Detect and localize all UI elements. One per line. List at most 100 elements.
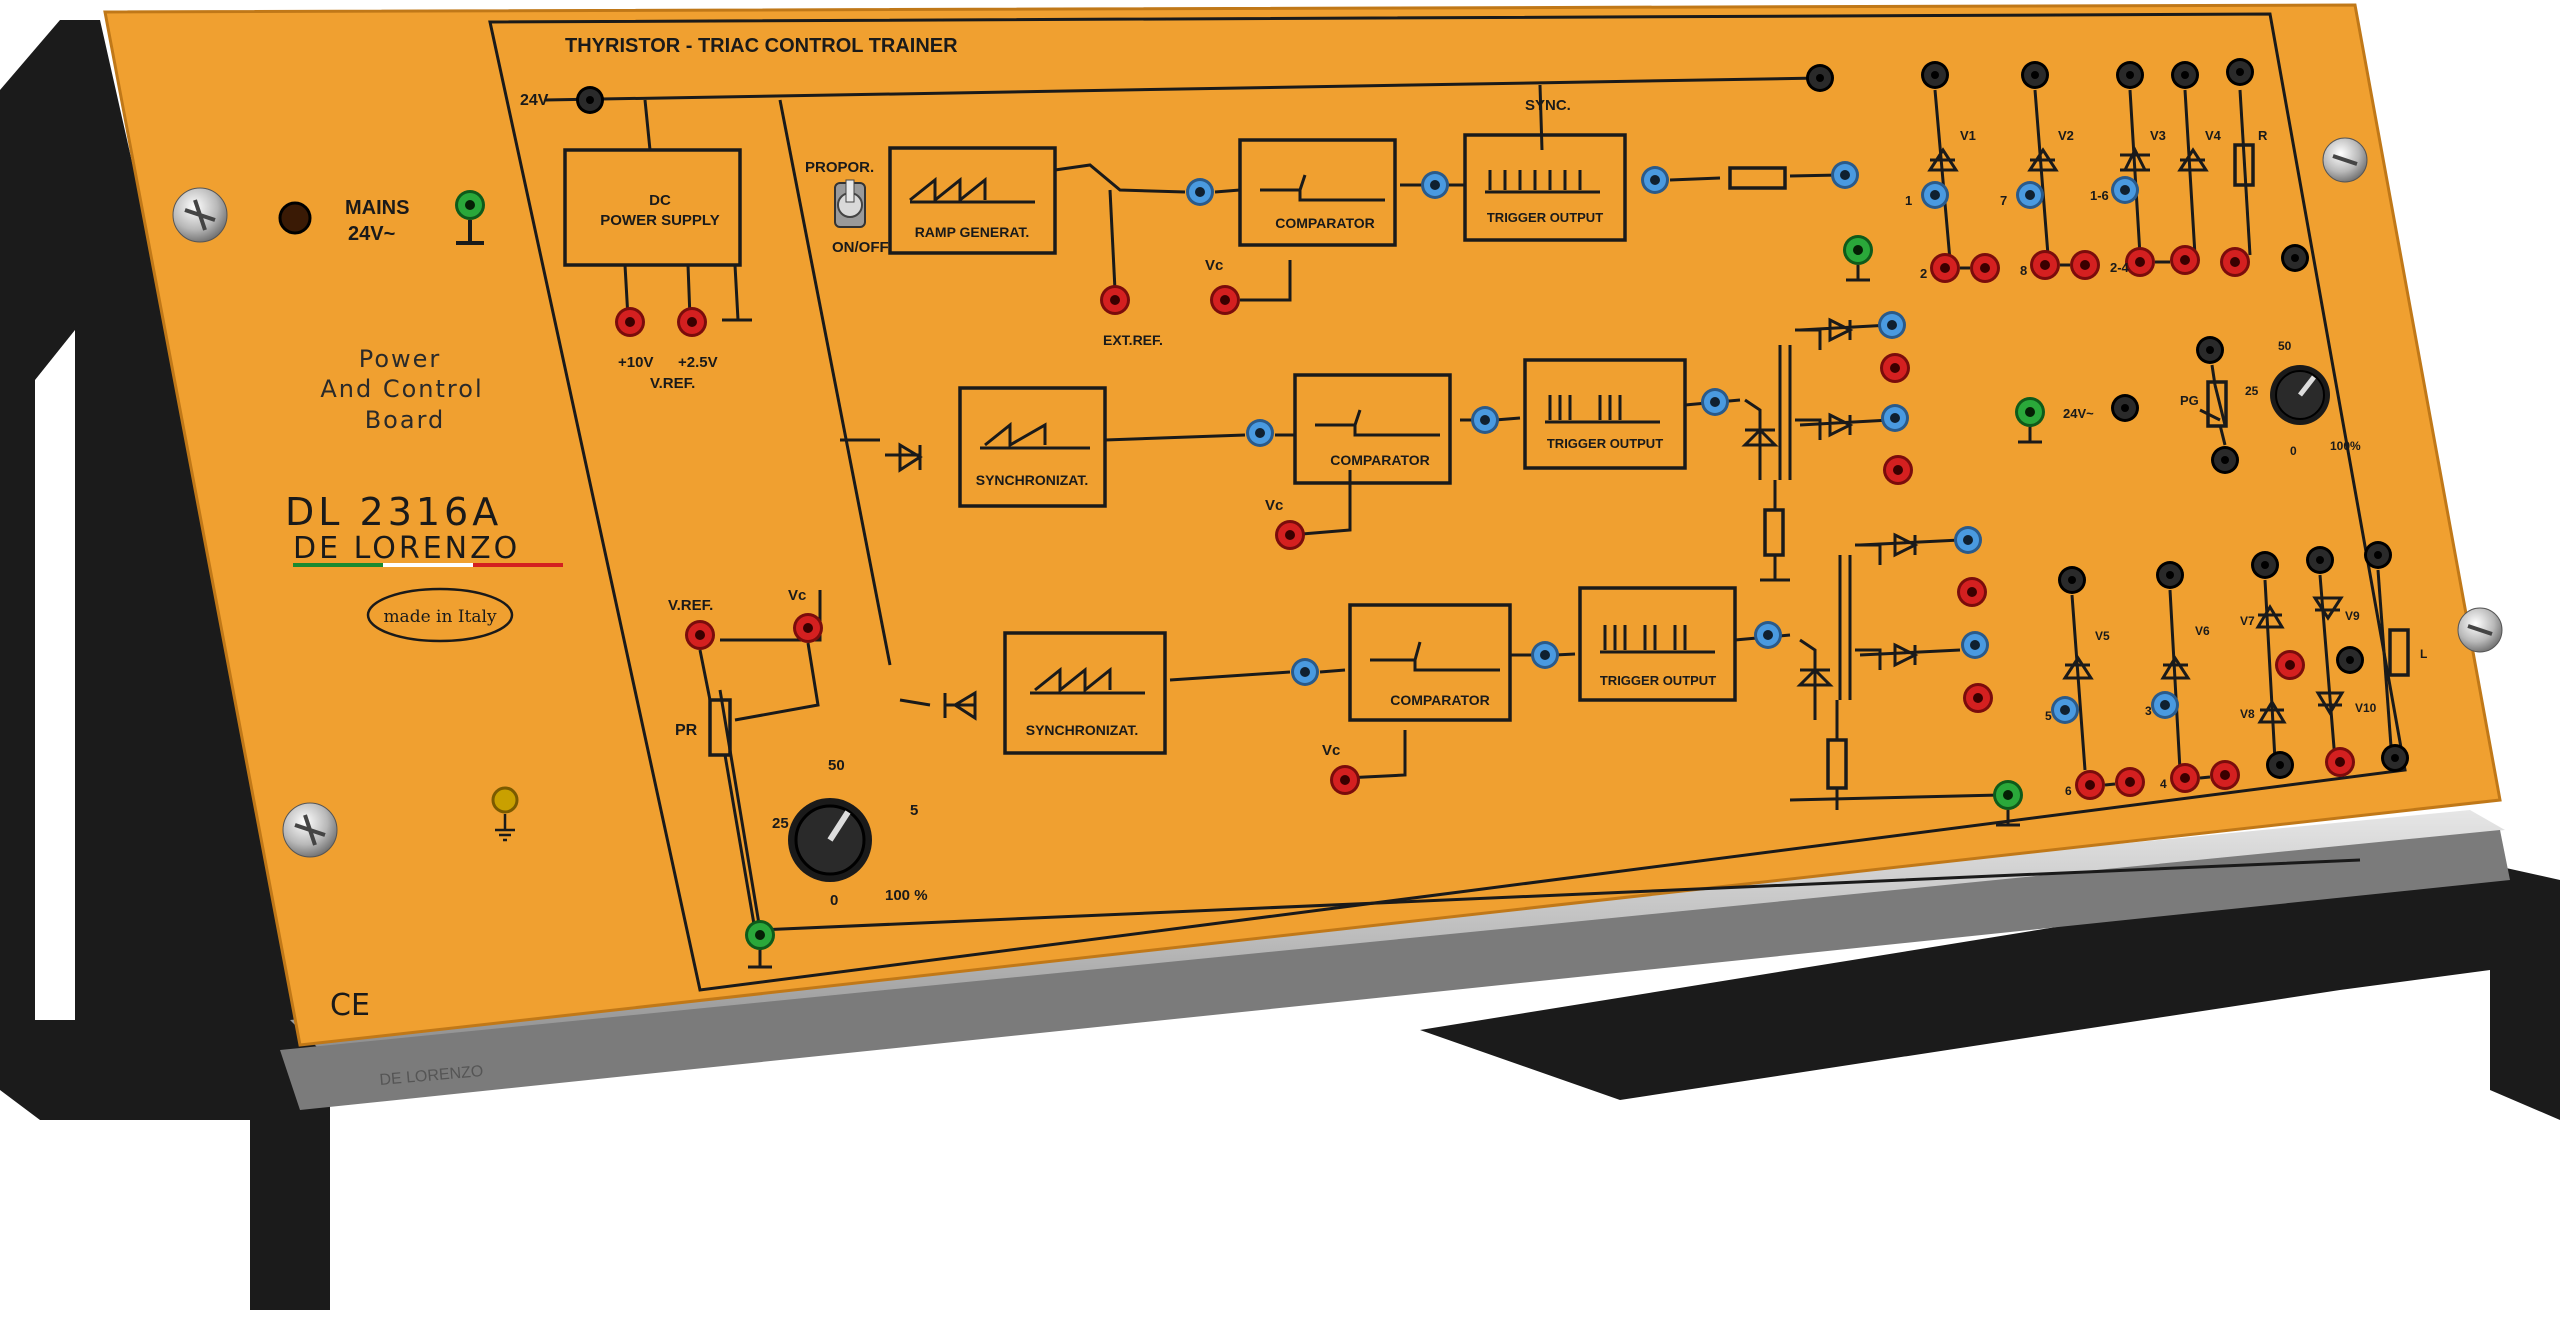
t1-socket-c[interactable]: [1881, 404, 1909, 432]
vc-label-pr: Vc: [788, 587, 806, 604]
input-24v-label: 24V~: [520, 92, 558, 109]
screw-icon: [172, 137, 2503, 858]
ring-socket-2[interactable]: [1421, 171, 1449, 199]
comparator-block-2: [1293, 373, 1452, 485]
stand-frame: [0, 20, 2560, 1310]
ring-socket-7[interactable]: [1701, 388, 1729, 416]
pr-scale-5: 5: [910, 802, 918, 819]
pg-24v-socket[interactable]: [2111, 394, 2139, 422]
plus10v-label: +10V: [618, 354, 653, 371]
ring-socket-6[interactable]: [1471, 406, 1499, 434]
t2-socket-c[interactable]: [1961, 631, 1989, 659]
l-label: L: [2420, 647, 2427, 661]
pg-knob[interactable]: [2270, 365, 2330, 425]
input-24v-socket[interactable]: [576, 86, 604, 114]
vref-sub-label: V.REF.: [650, 375, 695, 392]
pin-7: 7: [2000, 193, 2007, 208]
pin-2-4: 2-4: [2110, 260, 2130, 275]
vc-socket-pr[interactable]: [793, 613, 823, 643]
pulse-transformer-1: [1741, 317, 1891, 582]
trigger-output-label-1: TRIGGER OUTPUT: [1487, 210, 1603, 225]
pg-scale-100: 100%: [2330, 439, 2361, 453]
power-supply-label: POWER SUPPLY: [600, 212, 719, 229]
gnd-socket-pg[interactable]: [2015, 397, 2045, 444]
vc-socket-3[interactable]: [1330, 765, 1360, 795]
ring-socket-4[interactable]: [1831, 161, 1859, 189]
v1-label: V1: [1960, 128, 1976, 143]
v9-label: V9: [2345, 609, 2360, 623]
ring-socket-8[interactable]: [1291, 658, 1319, 686]
ring-socket-3[interactable]: [1641, 166, 1669, 194]
sync-label: SYNC.: [1525, 97, 1571, 114]
v4-label: V4: [2205, 128, 2222, 143]
ext-ref-socket[interactable]: [1100, 285, 1130, 315]
gnd-socket-left[interactable]: [745, 920, 775, 969]
ring-socket-9[interactable]: [1531, 641, 1559, 669]
pg-bottom-socket[interactable]: [2211, 446, 2239, 474]
t2-socket-d[interactable]: [1963, 683, 1993, 713]
t2-socket-a[interactable]: [1954, 526, 1982, 554]
pr-scale-100: 100 %: [885, 887, 928, 904]
trigger-output-block-2: [1523, 358, 1687, 470]
v10-label: V10: [2355, 701, 2377, 715]
comparator-label-1: COMPARATOR: [1275, 215, 1375, 231]
pg-24v-label: 24V~: [2063, 406, 2094, 421]
pg-resistor: [2206, 380, 2228, 428]
ring-socket-10[interactable]: [1754, 621, 1782, 649]
pin-4: 4: [2160, 777, 2167, 791]
pr-knob[interactable]: [788, 798, 872, 882]
gnd-socket-bottom[interactable]: [1993, 780, 2023, 827]
ramp-label: RAMP GENERAT.: [915, 224, 1030, 240]
trigger-output-block-1: [1463, 133, 1627, 242]
on-off-toggle[interactable]: [834, 179, 866, 228]
pin-1-6: 1-6: [2090, 188, 2109, 203]
inductor-l: [2388, 628, 2410, 677]
mains-label: MAINS: [345, 197, 409, 219]
board-name-line3: Board: [365, 406, 446, 434]
pin-2: 2: [1920, 266, 1927, 281]
comparator-label-3: COMPARATOR: [1390, 692, 1490, 708]
made-in-italy-oval: [366, 587, 514, 643]
v5-label: V5: [2095, 629, 2110, 643]
vref-socket[interactable]: [685, 620, 715, 650]
pin-8: 8: [2020, 263, 2027, 278]
ring-socket-1[interactable]: [1186, 178, 1214, 206]
vc-socket-2[interactable]: [1275, 520, 1305, 550]
dc-label: DC: [649, 192, 671, 209]
t2-socket-b[interactable]: [1957, 577, 1987, 607]
device-symbols-bottom: [2062, 569, 2410, 771]
t1-socket-a[interactable]: [1878, 311, 1906, 339]
pulse-transformer-2: [1796, 532, 1961, 810]
ring-socket-5[interactable]: [1246, 419, 1274, 447]
plus10v-socket[interactable]: [615, 307, 645, 337]
pin-6: 6: [2065, 784, 2072, 798]
model-number: DL 2316A: [285, 490, 502, 534]
pr-label: PR: [675, 722, 698, 739]
vc-label-2: Vc: [1265, 497, 1283, 514]
v8-label: V8: [2240, 707, 2255, 721]
pr-scale-0: 0: [830, 892, 838, 909]
synchronizat-block-1: [958, 386, 1107, 508]
trigger-output-block-3: [1578, 586, 1737, 702]
comparator-label-2: COMPARATOR: [1330, 452, 1430, 468]
pg-scale-25: 25: [2245, 384, 2259, 398]
sync-socket[interactable]: [1806, 64, 1834, 92]
pr-resistor: [708, 698, 732, 757]
made-in-italy: made in Italy: [383, 607, 497, 627]
pg-top-socket[interactable]: [2196, 336, 2224, 364]
ground-socket[interactable]: [455, 190, 485, 245]
gnd-socket-mid[interactable]: [1843, 235, 1873, 282]
ramp-generator-block: [888, 146, 1057, 255]
plus25v-socket[interactable]: [677, 307, 707, 337]
device-symbols-top: [1927, 89, 2255, 261]
synchronizat-label-2: SYNCHRONIZAT.: [1026, 722, 1139, 738]
t1-socket-b[interactable]: [1880, 353, 1910, 383]
board-name-line1: Power: [359, 345, 442, 373]
brand-name: DE LORENZO: [293, 531, 520, 566]
r-label: R: [2258, 128, 2268, 143]
vc-socket-1[interactable]: [1210, 285, 1240, 315]
resistor-symbol-1: [1728, 166, 1787, 190]
circuit-frame: [488, 12, 2407, 992]
t1-socket-d[interactable]: [1883, 455, 1913, 485]
